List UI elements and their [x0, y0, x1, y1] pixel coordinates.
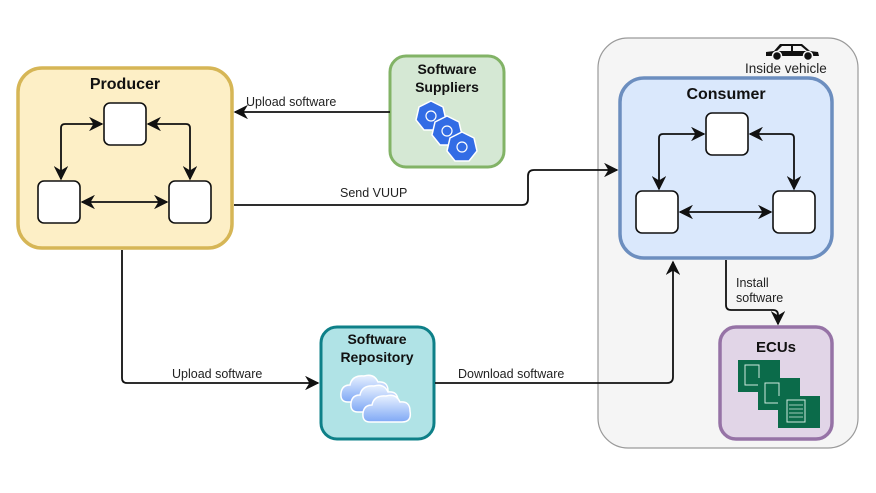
repository-title-line1: Software	[347, 331, 406, 347]
consumer-title: Consumer	[686, 86, 765, 103]
edge-label-install-line2: software	[736, 291, 783, 305]
producer-component-right	[168, 180, 212, 224]
cloud-icon	[340, 374, 412, 423]
edge-producer-to-repository	[121, 250, 320, 391]
car-icon	[766, 44, 819, 62]
suppliers-title-line2: Suppliers	[415, 79, 479, 95]
vehicle-label: Inside vehicle	[745, 61, 827, 76]
edge-label-upload-repository: Upload software	[172, 367, 262, 381]
producer-component-left	[37, 180, 81, 224]
suppliers-title-line1: Software	[417, 61, 476, 77]
producer-internal-edge	[146, 116, 198, 181]
ecus-title: ECUs	[756, 339, 796, 356]
consumer-internal-edge	[651, 126, 706, 191]
consumer-component-top	[705, 112, 749, 156]
edge-label-send-vuup: Send VUUP	[340, 186, 407, 200]
producer-title: Producer	[90, 76, 160, 93]
software-suppliers-node[interactable]: Software Suppliers	[388, 54, 506, 169]
edge-label-download: Download software	[458, 367, 564, 381]
edge-label-upload-suppliers: Upload software	[246, 95, 336, 109]
ecu-chip-icon	[738, 360, 820, 428]
software-repository-node[interactable]: Software Repository	[319, 325, 436, 441]
consumer-node[interactable]: Consumer	[618, 76, 834, 260]
producer-node[interactable]: Producer	[16, 66, 234, 250]
edge-producer-to-consumer	[234, 162, 619, 206]
producer-internal-edge	[53, 116, 104, 181]
edge-consumer-to-ecus	[725, 260, 786, 326]
kubernetes-icon	[415, 100, 478, 162]
edge-repository-to-consumer	[435, 260, 681, 384]
producer-component-top	[103, 102, 147, 146]
ecus-node[interactable]: ECUs	[718, 325, 834, 441]
edge-label-install-line1: Install	[736, 276, 769, 290]
consumer-internal-edge	[748, 126, 802, 191]
consumer-component-right	[772, 190, 816, 234]
consumer-component-left	[635, 190, 679, 234]
repository-title-line2: Repository	[340, 349, 413, 365]
